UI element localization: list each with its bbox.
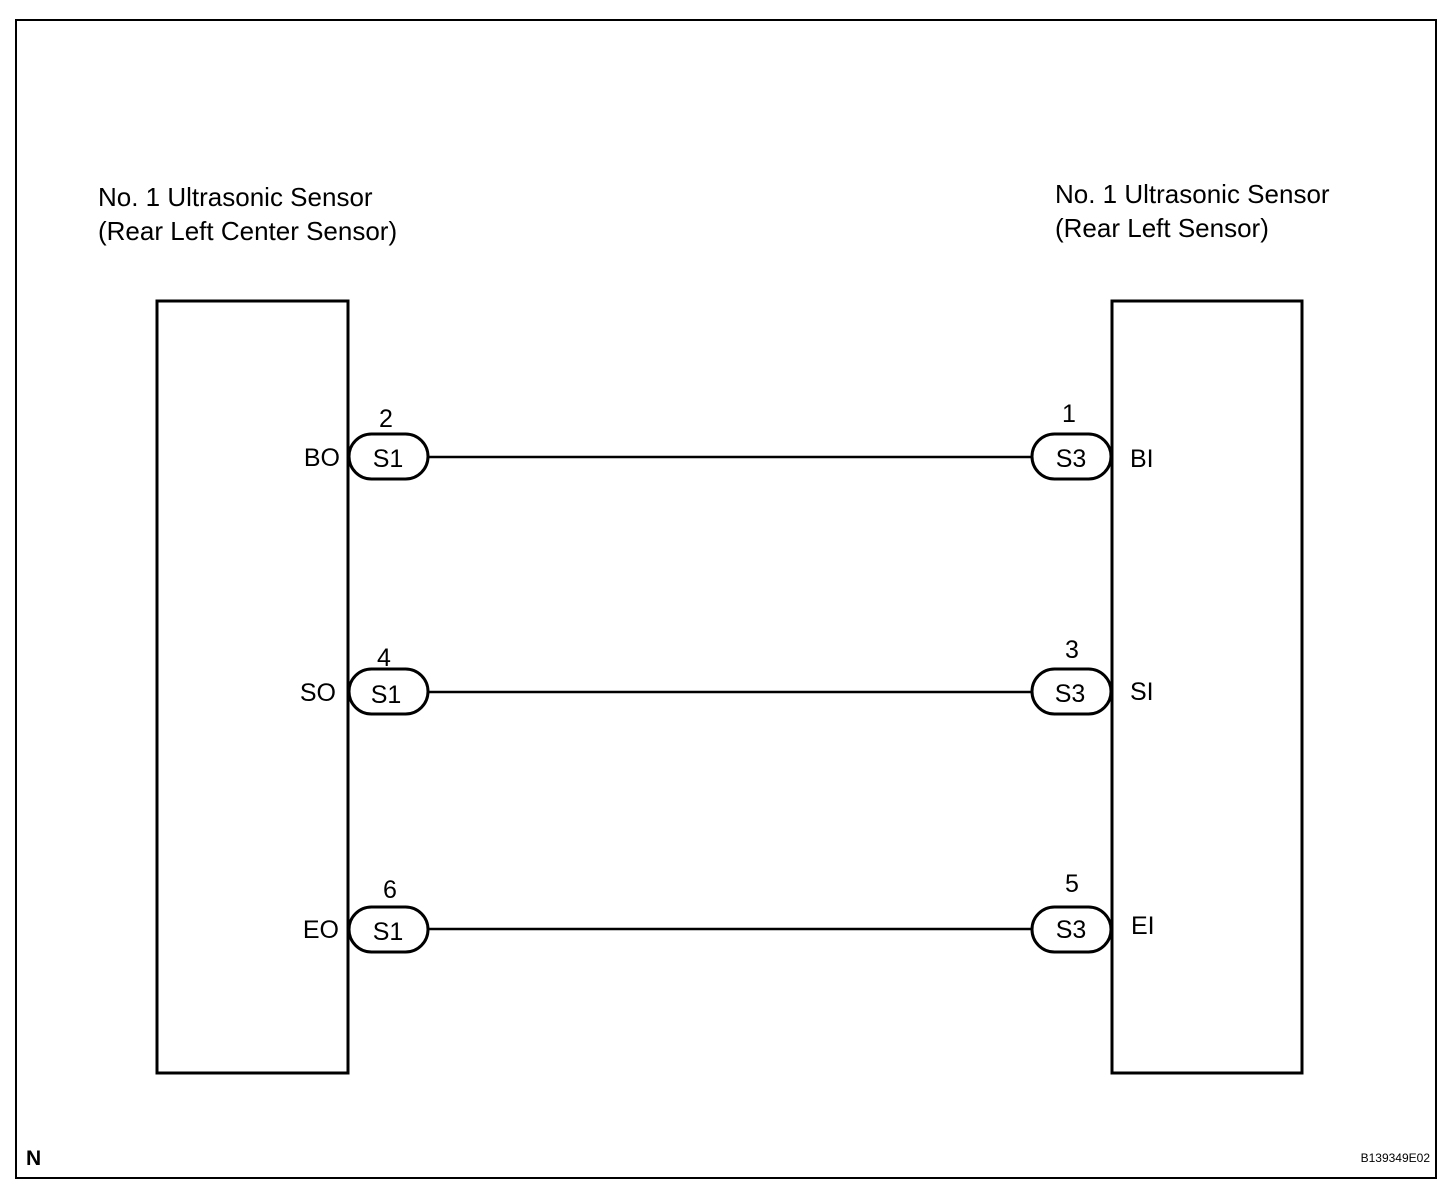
left-connector-label: S1 [373, 445, 404, 473]
corner-letter: N [26, 1147, 41, 1170]
right-terminal-label: SI [1130, 678, 1154, 706]
diagram-frame [15, 19, 1437, 1179]
right-pin-number: 3 [1065, 636, 1079, 664]
left-pin-number: 2 [379, 405, 393, 433]
right-pin-number: 5 [1065, 870, 1079, 898]
left-connector-label: S1 [373, 918, 404, 946]
right-connector-label: S3 [1055, 680, 1086, 708]
left-terminal-label: SO [300, 679, 336, 707]
right-terminal-label: BI [1130, 445, 1154, 473]
left-terminal-label: EO [303, 916, 339, 944]
right-connector-label: S3 [1056, 916, 1087, 944]
left-pin-number: 6 [383, 876, 397, 904]
left-terminal-label: BO [304, 444, 340, 472]
right-connector-pill [1030, 432, 1113, 481]
left-connector-label: S1 [371, 681, 402, 709]
left-connector-pill [347, 432, 430, 481]
right-terminal-label: EI [1131, 912, 1155, 940]
right-connector-label: S3 [1056, 445, 1087, 473]
left-pin-number: 4 [377, 644, 391, 672]
left-component-title-line1: No. 1 Ultrasonic Sensor [98, 182, 373, 212]
right-connector-pill [1030, 905, 1113, 954]
left-connector-pill [347, 667, 430, 716]
right-component-title-line2: (Rear Left Sensor) [1055, 213, 1269, 243]
right-component-title-line1: No. 1 Ultrasonic Sensor [1055, 179, 1330, 209]
right-pin-number: 1 [1062, 400, 1076, 428]
figure-code: B139349E02 [1361, 1151, 1431, 1165]
right-connector-pill [1030, 667, 1113, 716]
left-component-title-line2: (Rear Left Center Sensor) [98, 216, 397, 246]
left-connector-pill [347, 905, 430, 954]
